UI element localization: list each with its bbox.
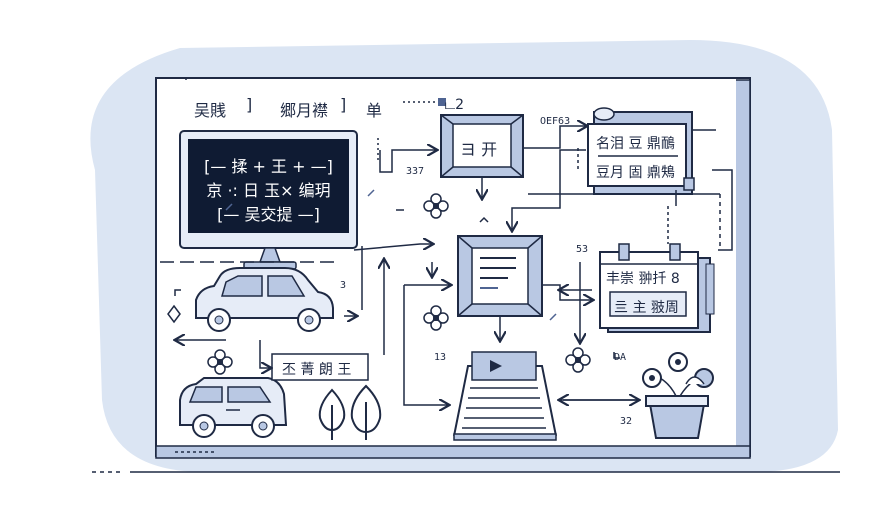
- caption-box: [271, 353, 369, 381]
- flower-icons: [207, 193, 591, 375]
- header-title-right: 单: [366, 101, 383, 120]
- calendar-line-2: 亖 主 翄周: [614, 300, 679, 316]
- tree-icons: [318, 384, 382, 440]
- slash-marker-1: [367, 189, 375, 197]
- note-da: DA: [614, 352, 627, 363]
- monitor-line-3: [— 吴交提 —]: [217, 205, 320, 224]
- monitor-icon: [179, 130, 358, 270]
- calendar-line-1: 丰崇 翀扦 8: [606, 271, 680, 287]
- scroll-panel-line-2: 豆月 固 鼑鴩: [596, 165, 675, 181]
- car-icon-lower: [179, 377, 288, 438]
- slash-marker-3: [549, 313, 557, 321]
- note-32: 32: [620, 416, 633, 427]
- monitor-line-1: [— 揉 + 王 + —]: [204, 157, 333, 176]
- monitor-screen: [— 揉 + 王 + —] 京 ·: 日 玉× 编玥 [— 吴交提 —]: [188, 139, 349, 233]
- note-337: 337: [406, 166, 425, 177]
- document-box-center: [457, 235, 543, 317]
- note-code-top: OEF63: [540, 116, 571, 127]
- header-code: ட2: [444, 97, 465, 113]
- side-tab-right: [705, 263, 715, 315]
- diamond-marker: [167, 304, 181, 324]
- note-13: 13: [434, 352, 447, 363]
- note-3: 3: [340, 280, 347, 291]
- caption-label: 丕 菁 朗 王: [282, 362, 352, 378]
- calendar-panel: [599, 243, 711, 333]
- scroll-panel-line-1: 名泪 豆 鼎鴯: [596, 136, 675, 152]
- process-box-top: [440, 114, 524, 178]
- header-title-left: 吴賎: [194, 101, 227, 120]
- slash-marker-2: [225, 203, 233, 211]
- process-box-label: ヨ 开: [460, 140, 498, 159]
- connector-lines: [160, 78, 733, 405]
- scroll-panel-top-right: [587, 107, 695, 195]
- monitor-line-2: 京 ·: 日 玉× 编玥: [206, 181, 331, 200]
- potted-plant-icon: [642, 352, 714, 439]
- header-title-mid: 郷月襟: [280, 101, 329, 120]
- header-bracket-2: ]: [340, 95, 347, 114]
- header-bracket-1: ]: [246, 95, 253, 114]
- small-square-marker: [438, 98, 446, 106]
- staircase-icon: [453, 351, 557, 441]
- note-53: 53: [576, 244, 589, 255]
- car-icon-upper: [195, 267, 334, 332]
